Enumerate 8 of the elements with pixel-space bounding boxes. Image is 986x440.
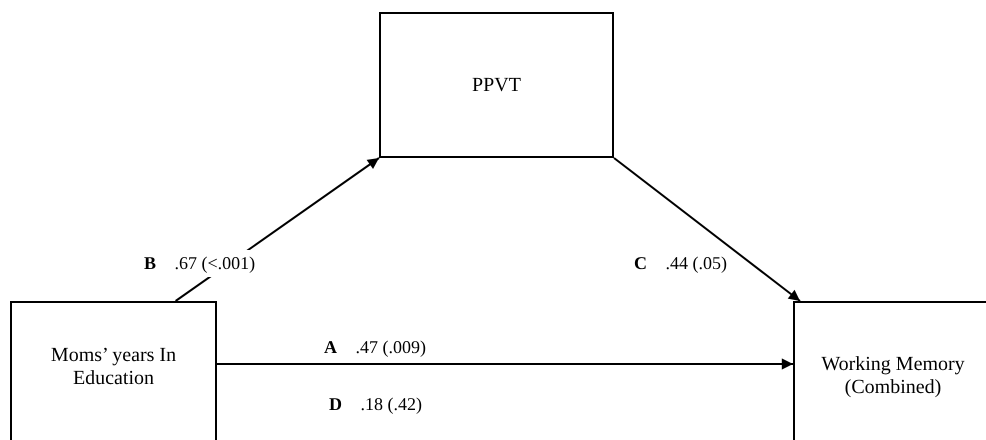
variable-name: PPVT [472,74,521,96]
variable-box [10,301,217,440]
arrow [613,157,801,302]
variable-box [793,301,986,440]
variable-name: Moms’ years In Education [50,344,178,390]
variable-box [379,12,614,158]
variable-name: Working Memory (Combined) [820,353,966,399]
arrow [217,358,793,370]
